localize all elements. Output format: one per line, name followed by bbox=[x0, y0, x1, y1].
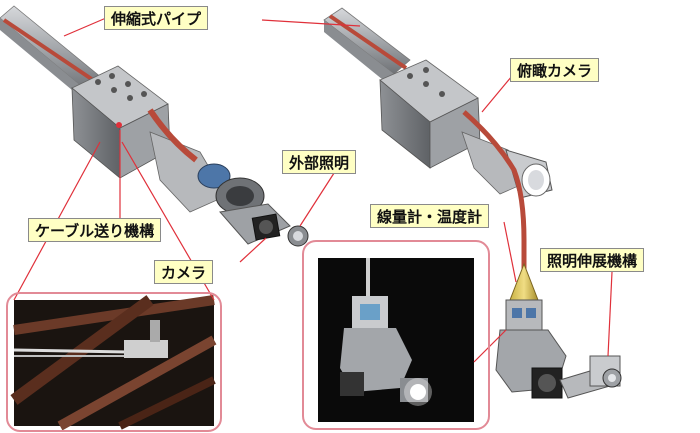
left-photo-panel bbox=[6, 292, 222, 432]
label-external-lighting: 外部照明 bbox=[282, 150, 357, 174]
right-cable-drop bbox=[462, 110, 527, 274]
right-photo-inset bbox=[318, 258, 474, 422]
left-camera-head bbox=[251, 213, 309, 247]
label-lighting-extension-mechanism: 照明伸展機構 bbox=[540, 248, 645, 272]
label-telescopic-pipe: 伸縮式パイプ bbox=[104, 6, 209, 30]
label-cable-feed-mechanism: ケーブル送り機構 bbox=[28, 218, 162, 242]
right-lighting-extension bbox=[495, 329, 622, 399]
label-camera: カメラ bbox=[154, 260, 214, 284]
right-arm bbox=[461, 131, 553, 199]
label-overhead-camera: 俯瞰カメラ bbox=[510, 58, 600, 82]
right-photo-panel bbox=[302, 240, 490, 430]
left-cable bbox=[2, 18, 98, 84]
right-sensor-probe bbox=[505, 262, 543, 331]
label-dosimeter-thermometer: 線量計・温度計 bbox=[370, 204, 490, 228]
left-photo-inset bbox=[10, 295, 217, 431]
